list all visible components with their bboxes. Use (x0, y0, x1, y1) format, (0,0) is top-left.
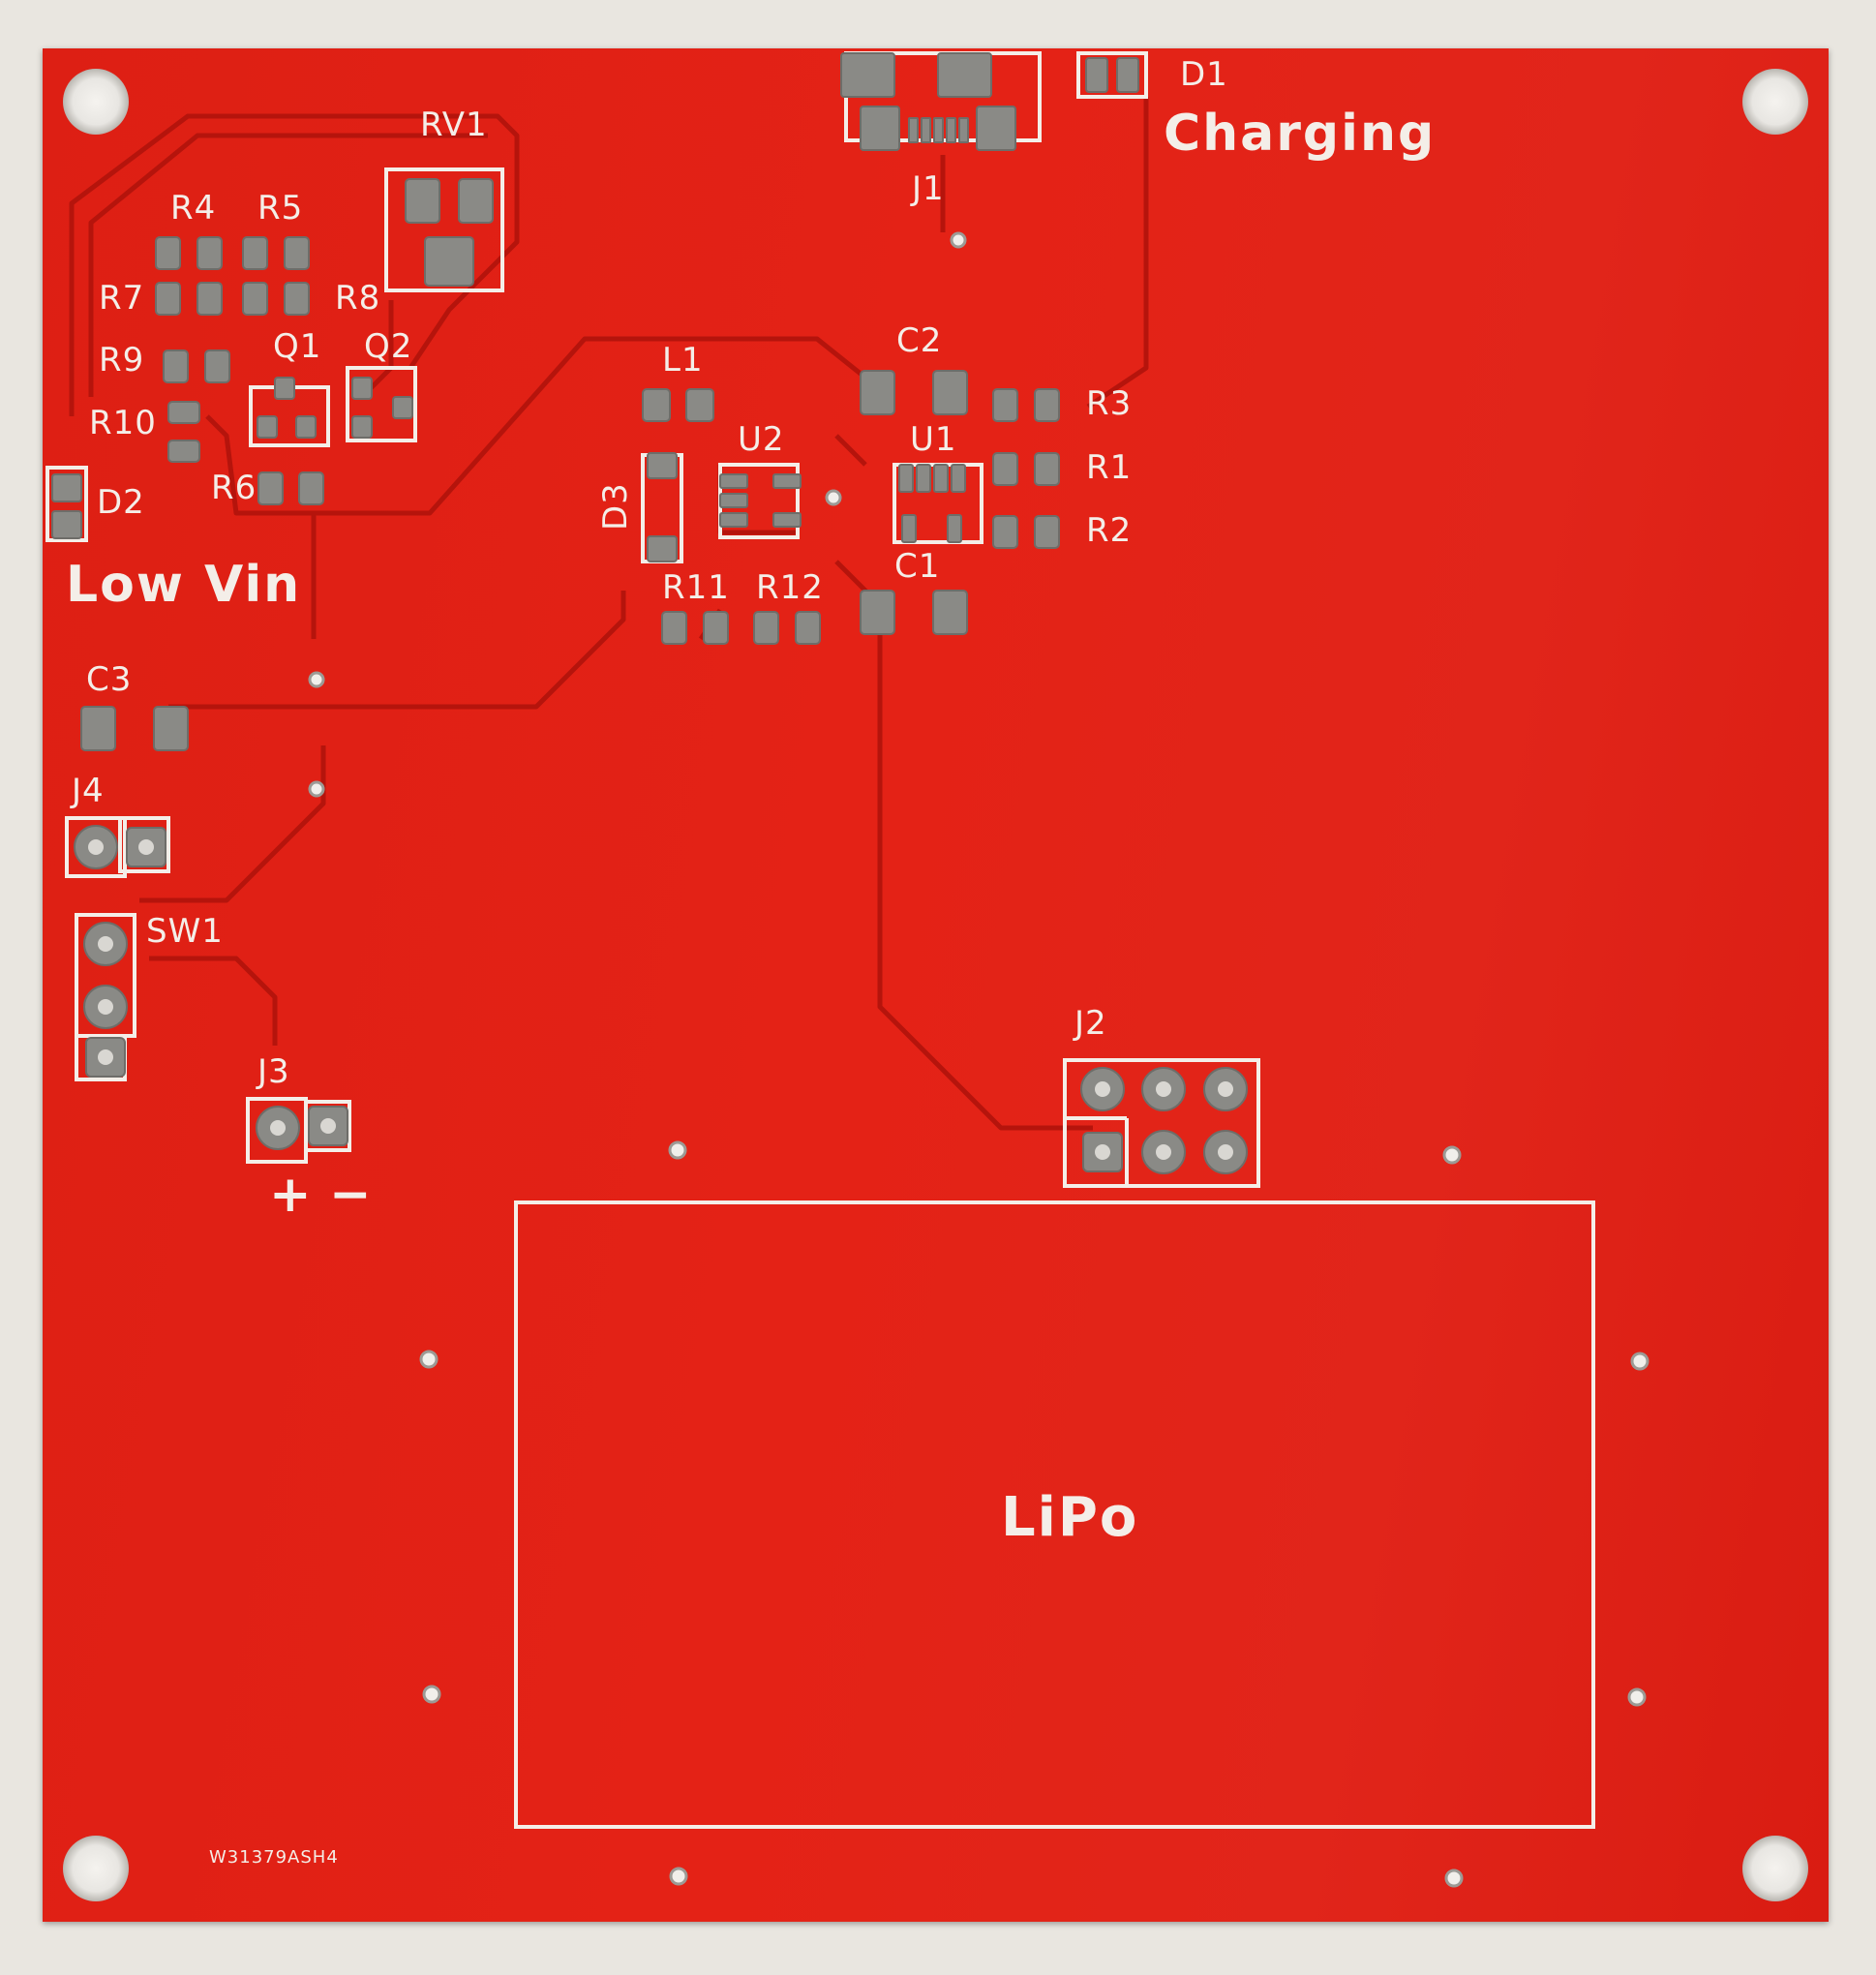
refdes-r10: R10 (89, 404, 157, 442)
through-hole-pads (74, 825, 1248, 1174)
refdes-j2: J2 (1074, 1004, 1107, 1043)
refdes-c3: C3 (86, 660, 133, 699)
refdes-c1: C1 (894, 547, 941, 586)
lot-code: W31379ASH4 (209, 1847, 339, 1868)
refdes-r4: R4 (170, 189, 217, 228)
refdes-l1: L1 (662, 341, 704, 380)
refdes-d2: D2 (97, 483, 145, 522)
mounting-hole-top-left (63, 69, 129, 135)
label-plus: + (269, 1166, 314, 1224)
label-charging: Charging (1164, 105, 1437, 163)
refdes-d3: D3 (596, 482, 635, 531)
label-lipo: LiPo (1001, 1486, 1139, 1549)
refdes-u2: U2 (738, 420, 785, 459)
refdes-r11: R11 (662, 568, 730, 607)
refdes-rv1: RV1 (420, 106, 488, 144)
mounting-hole-bottom-right (1742, 1836, 1808, 1901)
label-low-vin: Low Vin (66, 556, 302, 614)
refdes-q2: Q2 (364, 327, 413, 366)
refdes-sw1: SW1 (146, 912, 224, 951)
refdes-r12: R12 (756, 568, 824, 607)
mounting-holes (63, 69, 1808, 1901)
refdes-r9: R9 (99, 341, 145, 380)
mounting-hole-top-right (1742, 69, 1808, 135)
refdes-r2: R2 (1086, 511, 1133, 550)
smd-pads (51, 52, 1139, 751)
refdes-d1: D1 (1180, 55, 1228, 94)
vias (308, 231, 1649, 1888)
refdes-c2: C2 (896, 321, 943, 360)
refdes-j4: J4 (72, 772, 105, 810)
refdes-r5: R5 (257, 189, 304, 228)
refdes-q1: Q1 (273, 327, 322, 366)
refdes-u1: U1 (910, 420, 957, 459)
refdes-r8: R8 (335, 279, 381, 318)
refdes-j1: J1 (912, 169, 945, 208)
silkscreen-outlines (45, 51, 1595, 1829)
mounting-hole-bottom-left (63, 1836, 129, 1901)
pcb-artwork (45, 51, 1808, 1901)
label-minus: − (329, 1166, 374, 1224)
refdes-r3: R3 (1086, 384, 1133, 423)
refdes-r1: R1 (1086, 448, 1133, 487)
refdes-r7: R7 (99, 279, 145, 318)
pcb-board: RV1 R4 R5 R7 R8 R9 Q1 Q2 R10 R6 D2 Low V… (43, 48, 1829, 1922)
refdes-r6: R6 (211, 469, 257, 507)
refdes-j3: J3 (257, 1052, 290, 1091)
